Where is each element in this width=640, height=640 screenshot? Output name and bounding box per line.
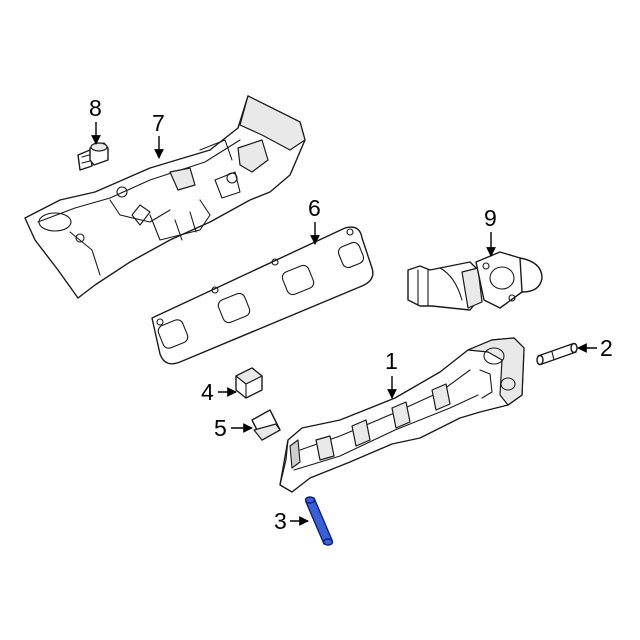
exhaust-manifold-part-1[interactable] [279,337,525,493]
bolt-part-8[interactable] [77,142,109,171]
callout-2: 2 [600,335,613,361]
gasket-part-6[interactable] [151,226,374,365]
callout-6: 6 [308,195,321,221]
callout-8: 8 [89,95,102,121]
stud-part-2[interactable] [536,342,578,366]
egr-connector-part-9[interactable] [407,251,543,311]
stud-part-3-highlighted[interactable] [304,496,334,546]
callout-5: 5 [214,415,227,441]
plate-part-5[interactable] [251,409,281,441]
callout-1: 1 [385,348,398,374]
callout-4: 4 [201,379,214,405]
callout-3: 3 [274,508,287,534]
heat-shield-part-7[interactable] [24,95,306,299]
clip-part-4[interactable] [235,367,263,399]
callout-9: 9 [484,205,497,231]
callout-7: 7 [152,110,165,136]
